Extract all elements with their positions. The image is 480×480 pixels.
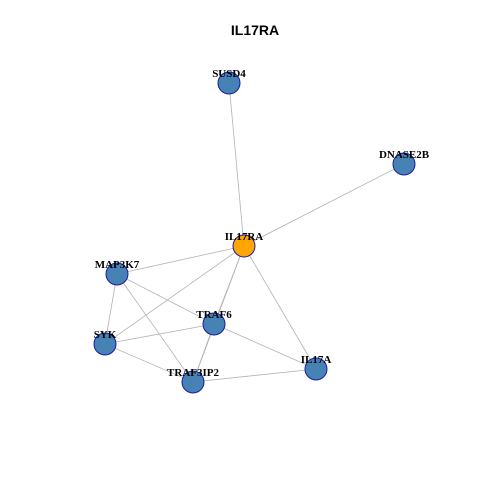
edge-map3k7-traf6 <box>116 273 215 325</box>
edge-il17ra-dnase2b <box>243 163 405 247</box>
node-label-il17ra: IL17RA <box>225 231 264 243</box>
node-traf6 <box>202 312 226 336</box>
node-label-traf6: TRAF6 <box>196 309 232 321</box>
edge-map3k7-syk <box>104 273 118 345</box>
node-label-susd4: SUSD4 <box>212 68 246 80</box>
node-traf3ip2 <box>181 370 205 394</box>
node-syk <box>93 332 117 356</box>
node-dnase2b <box>392 152 416 176</box>
edge-syk-traf3ip2 <box>104 343 194 383</box>
node-il17a <box>304 357 328 381</box>
edge-il17ra-map3k7 <box>116 245 245 275</box>
node-susd4 <box>217 71 241 95</box>
nodes-layer <box>93 71 416 394</box>
edge-il17ra-susd4 <box>228 82 245 247</box>
node-label-map3k7: MAP3K7 <box>95 259 140 271</box>
node-label-dnase2b: DNASE2B <box>379 149 430 161</box>
edges-layer <box>104 82 405 383</box>
edge-traf6-syk <box>104 323 215 345</box>
diagram-title: IL17RA <box>231 22 279 38</box>
edge-traf3ip2-il17a <box>192 368 317 383</box>
node-il17ra <box>232 234 256 258</box>
edge-il17ra-il17a <box>243 245 317 370</box>
edge-map3k7-traf3ip2 <box>116 273 194 383</box>
edge-traf6-il17a <box>213 323 317 370</box>
node-map3k7 <box>105 262 129 286</box>
edge-il17ra-syk <box>104 245 245 345</box>
node-label-il17a: IL17A <box>301 354 332 366</box>
node-label-syk: SYK <box>94 329 117 341</box>
node-label-traf3ip2: TRAF3IP2 <box>167 367 219 379</box>
